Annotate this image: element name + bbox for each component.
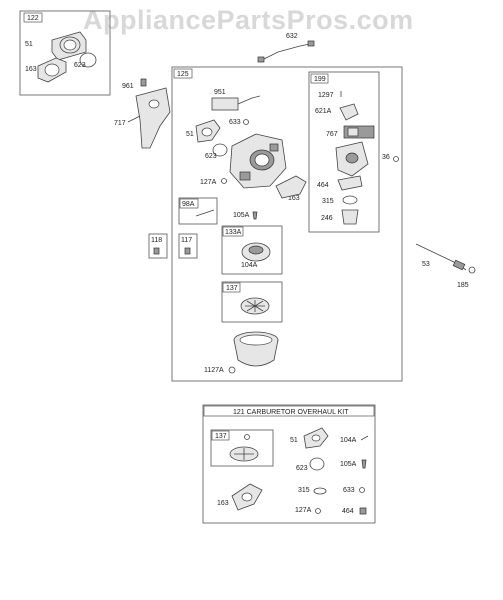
- kit-callout-137[interactable]: 137: [215, 433, 227, 440]
- kit-jet-105a-part: [361, 459, 367, 469]
- choke-housing-part: [335, 141, 369, 177]
- o-ring-623-carb-part: [212, 143, 228, 157]
- callout-185[interactable]: 185: [457, 282, 469, 289]
- assembly-box-133a: [221, 225, 283, 275]
- bowl-1127a-part: [233, 331, 279, 367]
- callout-118[interactable]: 118: [151, 237, 162, 244]
- callout-961[interactable]: 961: [122, 83, 134, 90]
- callout-163-carb[interactable]: 163: [288, 195, 300, 202]
- lever-621a-part: [339, 103, 359, 121]
- kit-callout-315[interactable]: 315: [298, 487, 310, 494]
- assembly-tag-125: [173, 68, 193, 79]
- callout-717[interactable]: 717: [114, 120, 126, 127]
- callout-633[interactable]: 633: [229, 119, 241, 126]
- kit-float-137-part: [229, 446, 259, 462]
- callout-199[interactable]: 199: [314, 76, 326, 83]
- callout-125[interactable]: 125: [177, 71, 189, 78]
- kit-o-ring-623-part: [309, 457, 325, 471]
- overhaul-kit-title: 121 CARBURETOR OVERHAUL KIT: [233, 409, 349, 416]
- callout-122[interactable]: 122: [27, 15, 39, 22]
- callout-163[interactable]: 163: [25, 66, 37, 73]
- overhaul-kit-box: [202, 404, 376, 524]
- callout-623-carb[interactable]: 623: [205, 153, 217, 160]
- gasket-163-carb-part: [275, 175, 307, 199]
- callout-621a[interactable]: 621A: [315, 108, 332, 115]
- callout-104a[interactable]: 104A: [241, 262, 258, 269]
- callout-315[interactable]: 315: [322, 198, 334, 205]
- callout-53[interactable]: 53: [422, 261, 430, 268]
- gasket-163-part: [37, 57, 67, 83]
- assembly-tag-122: [23, 12, 43, 23]
- carburetor-body-part: [229, 133, 287, 189]
- kit-pin-104a-part: [360, 435, 369, 441]
- o-ring-315-part: [342, 195, 358, 205]
- callout-951[interactable]: 951: [214, 89, 226, 96]
- kit-o-ring-315-part: [313, 487, 327, 495]
- kit-seal-464-part: [359, 507, 367, 515]
- seal-464-part: [337, 175, 363, 191]
- kit-callout-51[interactable]: 51: [290, 437, 298, 444]
- assembly-box-122: [19, 10, 111, 96]
- callout-105a[interactable]: 105A: [233, 212, 250, 219]
- callout-127a[interactable]: 127A: [200, 179, 217, 186]
- jet-105a-part: [252, 211, 258, 220]
- bracket-717-part: [135, 87, 171, 149]
- kit-callout-127a[interactable]: 127A: [295, 507, 312, 514]
- assembly-box-137: [221, 281, 283, 323]
- kit-callout-104a[interactable]: 104A: [340, 437, 357, 444]
- watermark-text: AppliancePartsPros.com: [83, 5, 414, 35]
- callout-464[interactable]: 464: [317, 182, 329, 189]
- callout-36[interactable]: 36: [382, 154, 390, 161]
- o-ring-623-part: [79, 52, 97, 68]
- kit-callout-623[interactable]: 623: [296, 465, 308, 472]
- callout-133a[interactable]: 133A: [225, 229, 242, 236]
- callout-117[interactable]: 117: [181, 237, 192, 244]
- nut-185-part: [468, 266, 476, 274]
- kit-callout-464[interactable]: 464: [342, 508, 354, 515]
- intake-adapter-part: [51, 31, 87, 61]
- assembly-box-199: [308, 71, 380, 233]
- nut-36-part: [393, 156, 399, 162]
- kit-box-137: [210, 429, 274, 467]
- kit-callout-105a[interactable]: 105A: [340, 461, 357, 468]
- float-137-part: [240, 297, 270, 315]
- callout-51-carb[interactable]: 51: [186, 131, 194, 138]
- screw-98a-part: [195, 209, 215, 217]
- kit-callout-163[interactable]: 163: [217, 500, 229, 507]
- callout-1297[interactable]: 1297: [318, 92, 334, 99]
- callout-98a[interactable]: 98A: [182, 201, 195, 208]
- assembly-box-98a: [178, 197, 218, 225]
- linkage-632-part: [261, 43, 311, 61]
- screw-961-part: [140, 78, 147, 87]
- callout-767[interactable]: 767: [326, 131, 338, 138]
- assembly-box-125: [171, 66, 403, 382]
- solenoid-951-part: [211, 95, 261, 111]
- callout-623[interactable]: 623: [74, 62, 86, 69]
- callout-246[interactable]: 246: [321, 215, 333, 222]
- primer-246-part: [341, 209, 359, 225]
- kit-callout-633[interactable]: 633: [343, 487, 355, 494]
- assembly-box-118: [148, 233, 168, 259]
- callout-137[interactable]: 137: [226, 285, 238, 292]
- callout-632[interactable]: 632: [286, 33, 298, 40]
- callout-51[interactable]: 51: [25, 41, 33, 48]
- solenoid-767-part: [343, 125, 375, 139]
- callout-1127a[interactable]: 1127A: [204, 367, 224, 374]
- assembly-box-117: [178, 233, 198, 259]
